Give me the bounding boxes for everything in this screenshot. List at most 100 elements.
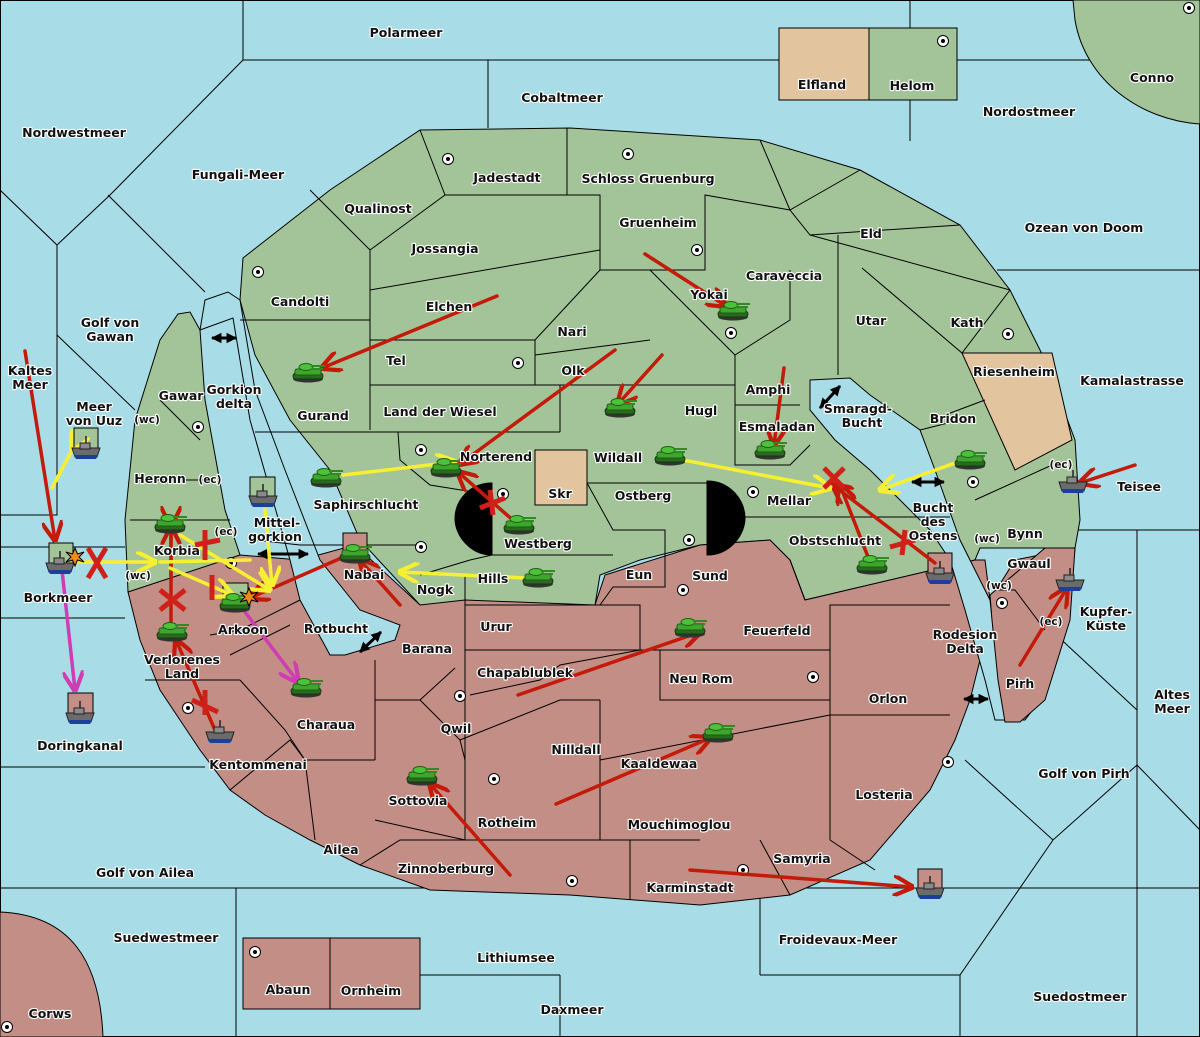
label-skr: Skr bbox=[548, 486, 572, 501]
label-ostberg: Ostberg bbox=[615, 488, 672, 503]
label-losteria: Losteria bbox=[855, 787, 912, 802]
move-orders bbox=[23, 252, 1137, 887]
label-helom: Helom bbox=[890, 78, 935, 93]
label-verl2: Land bbox=[165, 666, 199, 681]
label-froide: Froidevaux-Meer bbox=[779, 932, 898, 947]
label-rodesion1: Rodesion bbox=[933, 627, 998, 642]
label-teisee: Teisee bbox=[1117, 479, 1161, 494]
coast-gawar-wc: (wc) bbox=[134, 414, 160, 426]
label-riesenheim: Riesenheim bbox=[973, 364, 1055, 379]
label-westberg: Westberg bbox=[504, 536, 572, 551]
label-lithium: Lithiumsee bbox=[477, 950, 555, 965]
label-kath: Kath bbox=[951, 315, 984, 330]
label-candolti: Candolti bbox=[271, 294, 330, 309]
label-eld: Eld bbox=[860, 226, 882, 241]
coast-gwaul-ec: (ec) bbox=[1040, 616, 1063, 628]
label-ozean: Ozean von Doom bbox=[1025, 220, 1144, 235]
label-qualinost: Qualinost bbox=[344, 201, 411, 216]
label-eun: Eun bbox=[626, 567, 652, 582]
label-rotbucht: Rotbucht bbox=[304, 621, 368, 636]
label-daxmeer: Daxmeer bbox=[540, 1002, 604, 1017]
label-verl1: Verlorenes bbox=[144, 652, 220, 667]
label-nabai: Nabai bbox=[344, 567, 385, 582]
label-mellar: Mellar bbox=[767, 493, 812, 508]
label-olk: Olk bbox=[561, 363, 585, 378]
label-rodesion2: Delta bbox=[946, 641, 984, 656]
label-jadestadt: Jadestadt bbox=[472, 170, 540, 185]
label-golfailea: Golf von Ailea bbox=[96, 865, 194, 880]
label-smaragd1: Smaragd- bbox=[824, 401, 892, 416]
label-obst: Obstschlucht bbox=[789, 533, 881, 548]
label-bridon: Bridon bbox=[930, 411, 976, 426]
riesenheim-province bbox=[961, 352, 1073, 471]
label-charaua: Charaua bbox=[297, 717, 355, 732]
label-nogk: Nogk bbox=[417, 582, 454, 597]
label-urur: Urur bbox=[480, 619, 512, 634]
label-kaalde: Kaaldewaa bbox=[621, 756, 698, 771]
label-doring: Doringkanal bbox=[37, 738, 123, 753]
label-mittel2: gorkion bbox=[248, 529, 302, 544]
gorkion-sea bbox=[199, 291, 401, 656]
coast-bynn-ec: (ec) bbox=[1050, 459, 1073, 471]
label-qwil: Qwil bbox=[441, 721, 472, 736]
coast-heronn-ec: (ec) bbox=[199, 474, 222, 486]
label-gruenheim: Gruenheim bbox=[619, 215, 696, 230]
corws-island bbox=[0, 911, 104, 1037]
label-wildall: Wildall bbox=[594, 450, 642, 465]
label-feuerfeld: Feuerfeld bbox=[743, 623, 810, 638]
label-barana: Barana bbox=[402, 641, 452, 656]
label-kupfer2: Küste bbox=[1086, 618, 1126, 633]
label-sund: Sund bbox=[692, 568, 728, 583]
label-chapa: Chapablublek bbox=[477, 665, 574, 680]
label-samyria: Samyria bbox=[773, 851, 831, 866]
label-kaltes1: Kaltes bbox=[8, 363, 52, 378]
coast-korbia-ec: (ec) bbox=[215, 526, 238, 538]
label-bucht3: Ostens bbox=[909, 528, 958, 543]
label-heronn: Heronn bbox=[134, 471, 186, 486]
label-cobaltmeer: Cobaltmeer bbox=[521, 90, 603, 105]
labels: Polarmeer Cobaltmeer Nordwestmeer Fungal… bbox=[7, 24, 1192, 1022]
label-esmaladan: Esmaladan bbox=[739, 419, 815, 434]
impassable-east bbox=[706, 480, 746, 556]
label-gawan2: Gawan bbox=[86, 329, 134, 344]
label-mittel1: Mittel- bbox=[254, 515, 301, 530]
coast-bynn-wc: (wc) bbox=[974, 533, 1000, 545]
coast-gwaul-wc: (wc) bbox=[986, 580, 1012, 592]
label-bucht1: Bucht bbox=[913, 500, 954, 515]
label-kamala: Kamalastrasse bbox=[1080, 373, 1184, 388]
failed-x-obstschlucht bbox=[822, 466, 846, 490]
label-fungali: Fungali-Meer bbox=[192, 167, 285, 182]
label-kaltes2: Meer bbox=[12, 377, 48, 392]
failed-order-markers bbox=[85, 466, 916, 715]
label-bucht2: des bbox=[921, 514, 946, 529]
label-rotheim: Rotheim bbox=[478, 815, 537, 830]
label-ailea: Ailea bbox=[323, 842, 358, 857]
label-utar: Utar bbox=[856, 313, 888, 328]
label-norterend: Norterend bbox=[460, 449, 532, 464]
label-arkoon: Arkoon bbox=[218, 622, 268, 637]
label-mouchi: Mouchimoglou bbox=[628, 817, 731, 832]
label-yokai: Yokai bbox=[689, 287, 728, 302]
coast-korbia-wc: (wc) bbox=[125, 570, 151, 582]
label-schloss: Schloss Gruenburg bbox=[581, 171, 714, 186]
label-gorkd1: Gorkion bbox=[206, 382, 261, 397]
label-conno: Conno bbox=[1130, 70, 1175, 85]
label-wiesel: Land der Wiesel bbox=[383, 404, 496, 419]
label-korbia: Korbia bbox=[154, 543, 200, 558]
label-elchen: Elchen bbox=[426, 299, 473, 314]
label-suedwest: Suedwestmeer bbox=[114, 930, 220, 945]
label-bynn: Bynn bbox=[1007, 526, 1042, 541]
elfland-island bbox=[778, 27, 870, 101]
label-caraveccia: Caraveccia bbox=[746, 268, 822, 283]
label-golfpirh: Golf von Pirh bbox=[1038, 766, 1129, 781]
label-sottovia: Sottovia bbox=[389, 793, 448, 808]
label-gawan1: Golf von bbox=[81, 315, 140, 330]
label-smaragd2: Bucht bbox=[842, 415, 883, 430]
label-elfland: Elfland bbox=[798, 77, 846, 92]
label-pirh: Pirh bbox=[1006, 676, 1035, 691]
label-karmin: Karminstadt bbox=[646, 880, 733, 895]
label-corws: Corws bbox=[29, 1006, 72, 1021]
label-gurand: Gurand bbox=[297, 408, 349, 423]
label-ornheim: Ornheim bbox=[341, 983, 401, 998]
